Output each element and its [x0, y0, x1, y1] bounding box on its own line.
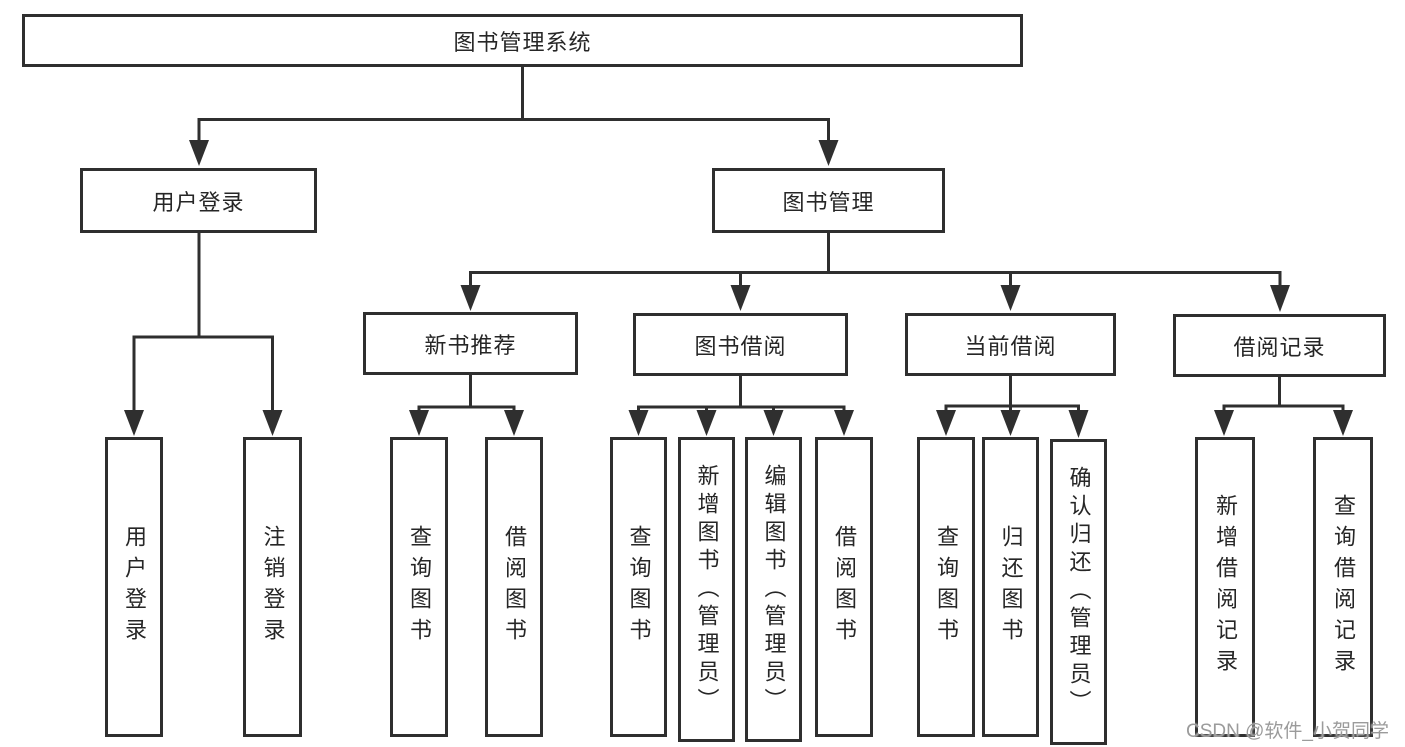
node-leaf-record-add: 新增借阅记录 — [1195, 437, 1255, 737]
arrow-icon — [1214, 410, 1234, 436]
arrow-icon — [504, 410, 524, 436]
arrow-icon — [460, 285, 481, 311]
connector-borrowrecord-split — [1222, 404, 1345, 412]
arrow-icon — [818, 140, 839, 166]
node-leaf-currentborrow-query: 查询图书 — [917, 437, 975, 737]
node-label: 借阅图书 — [832, 525, 857, 649]
connector-level3 — [469, 271, 1282, 287]
arrow-icon — [1000, 410, 1021, 436]
csdn-watermark: CSDN @软件_小贺同学 — [1186, 721, 1389, 742]
node-label: 查询图书 — [626, 525, 652, 649]
node-label: 查询图书 — [934, 525, 959, 649]
arrow-icon — [763, 410, 784, 436]
arrow-icon — [1000, 285, 1021, 311]
node-book-borrow: 图书借阅 — [633, 313, 848, 376]
arrow-icon — [409, 410, 429, 436]
node-label: 确认归还（管理员） — [1066, 466, 1092, 718]
node-borrow-record: 借阅记录 — [1173, 314, 1386, 377]
arrowheads — [124, 140, 1353, 438]
node-label: 新增图书（管理员） — [694, 463, 720, 716]
node-book-management: 图书管理 — [712, 168, 945, 233]
arrow-icon — [730, 285, 751, 311]
arrow-icon — [1333, 410, 1353, 436]
node-leaf-currentborrow-return: 归还图书 — [982, 437, 1039, 737]
node-new-book-recommend: 新书推荐 — [363, 312, 578, 375]
node-leaf-user-login: 用户登录 — [105, 437, 163, 737]
arrow-icon — [1068, 410, 1089, 438]
node-leaf-bookborrow-add-admin: 新增图书（管理员） — [678, 437, 735, 742]
node-label: 查询借阅记录 — [1331, 494, 1356, 680]
arrow-icon — [124, 410, 144, 436]
connector-bookborrow-split — [637, 405, 846, 412]
node-user-login: 用户登录 — [80, 168, 317, 233]
arrow-icon — [262, 410, 283, 436]
node-label: 新增借阅记录 — [1213, 494, 1238, 680]
arrow-icon — [936, 410, 956, 436]
node-leaf-logout: 注销登录 — [243, 437, 302, 737]
node-label: 用户登录 — [152, 189, 245, 215]
arrow-icon — [696, 410, 717, 436]
node-current-borrow: 当前借阅 — [905, 313, 1116, 376]
connector-level2 — [197, 118, 830, 142]
node-leaf-bookborrow-edit-admin: 编辑图书（管理员） — [745, 437, 802, 742]
node-label: 编辑图书（管理员） — [761, 463, 787, 716]
connector-lines — [132, 66, 1345, 412]
node-leaf-newbook-borrow: 借阅图书 — [485, 437, 543, 737]
arrow-icon — [189, 140, 209, 166]
node-label: 图书管理系统 — [453, 29, 592, 55]
node-label: 新书推荐 — [424, 332, 517, 358]
arrow-icon — [1270, 285, 1290, 312]
node-label: 图书借阅 — [694, 333, 787, 359]
connector-currentborrow-split — [944, 404, 1080, 412]
node-leaf-bookborrow-borrow: 借阅图书 — [815, 437, 873, 737]
node-leaf-newbook-query: 查询图书 — [390, 437, 448, 737]
connector-userlogin-split — [132, 335, 274, 412]
node-leaf-bookborrow-query: 查询图书 — [610, 437, 667, 737]
node-label: 用户登录 — [122, 525, 147, 649]
node-label: 图书管理 — [782, 189, 875, 215]
node-label: 查询图书 — [407, 525, 432, 649]
arrow-icon — [834, 410, 854, 436]
node-root: 图书管理系统 — [22, 14, 1023, 67]
node-leaf-currentborrow-confirm-admin: 确认归还（管理员） — [1050, 439, 1107, 745]
node-label: 借阅图书 — [502, 525, 527, 649]
node-label: 注销登录 — [260, 525, 286, 649]
connector-newbook-split — [417, 405, 516, 412]
node-leaf-record-query: 查询借阅记录 — [1313, 437, 1373, 737]
arrow-icon — [628, 410, 649, 436]
node-label: 借阅记录 — [1233, 334, 1326, 360]
node-label: 归还图书 — [998, 525, 1024, 649]
node-label: 当前借阅 — [964, 333, 1057, 359]
